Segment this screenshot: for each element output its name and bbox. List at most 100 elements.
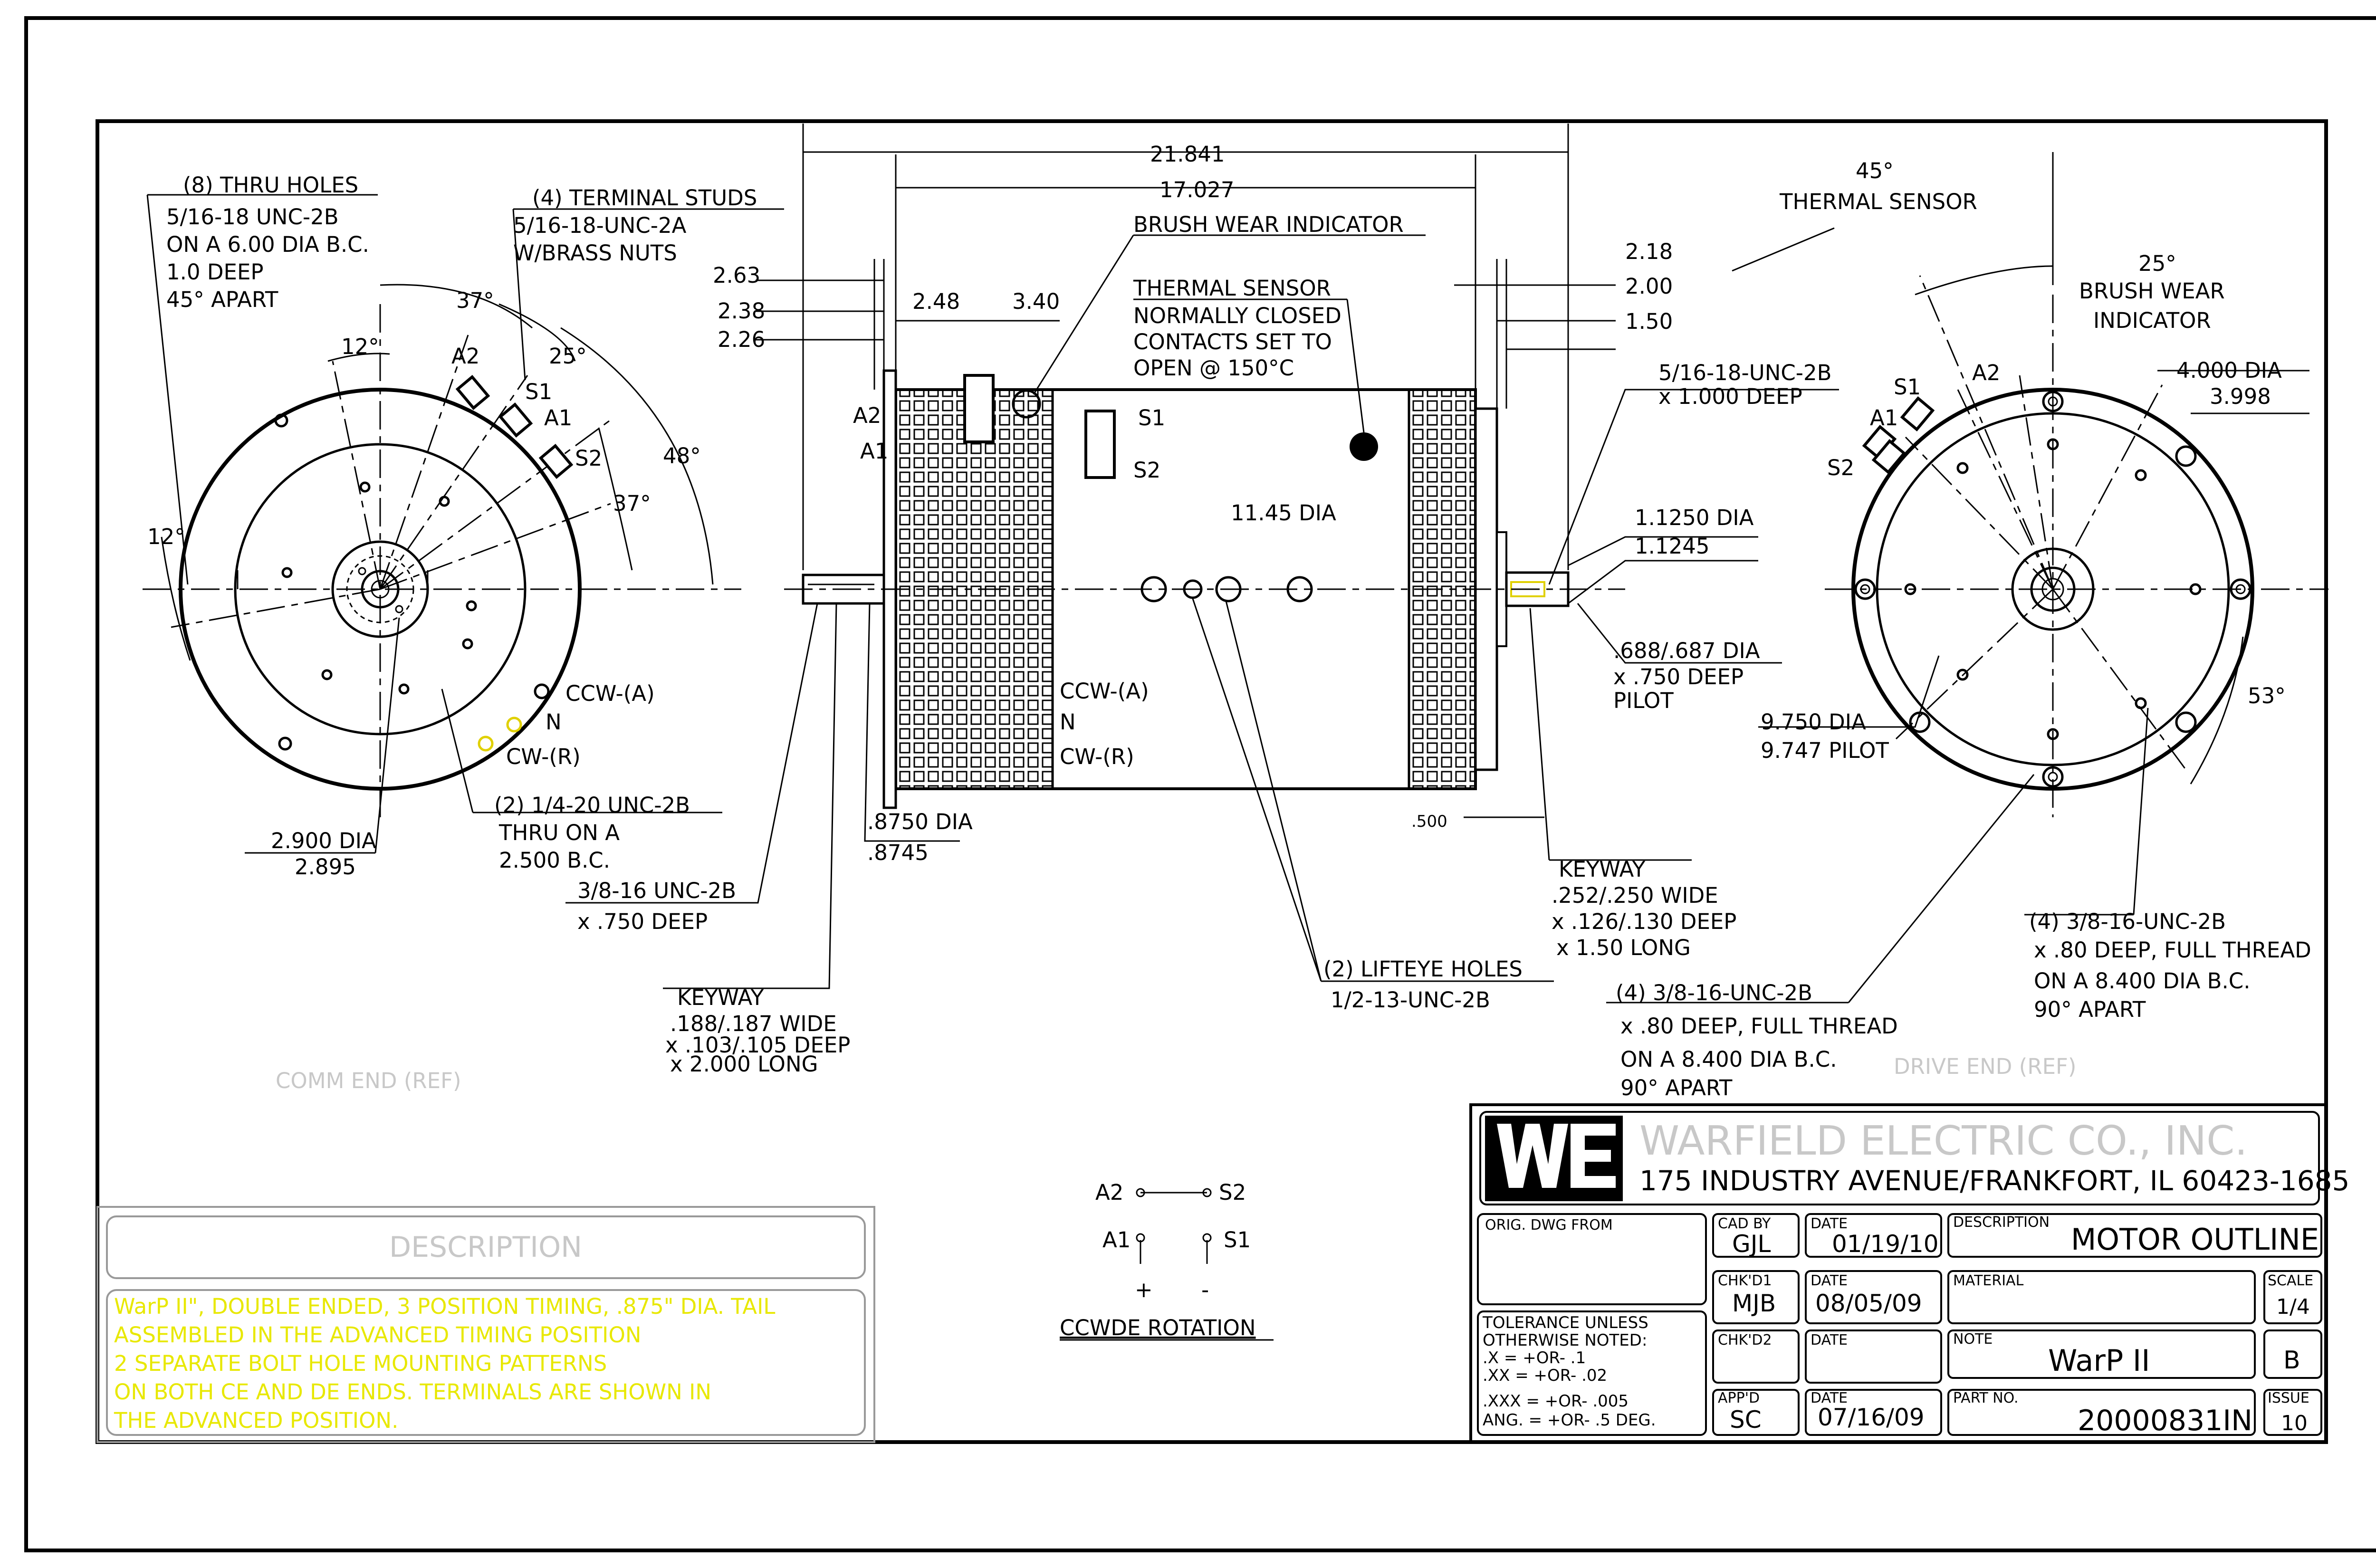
svg-text:A1: A1 [860, 439, 888, 464]
svg-text:45° APART: 45° APART [166, 287, 278, 312]
svg-text:ON BOTH CE AND DE ENDS. TERMIN: ON BOTH CE AND DE ENDS. TERMINALS ARE SH… [114, 1379, 711, 1405]
svg-text:4.000 DIA: 4.000 DIA [2176, 358, 2282, 383]
svg-text:.XX = +OR- .02: .XX = +OR- .02 [1483, 1366, 1607, 1385]
svg-text:x .750 DEEP: x .750 DEEP [1613, 664, 1744, 689]
svg-text:.8750 DIA: .8750 DIA [867, 809, 973, 834]
svg-text:THE ADVANCED POSITION.: THE ADVANCED POSITION. [114, 1408, 398, 1433]
svg-text:2.48: 2.48 [912, 289, 960, 314]
svg-text:2.00: 2.00 [1625, 274, 1673, 299]
comm-end-labels: (8) THRU HOLES 5/16-18 UNC-2B ON A 6.00 … [147, 172, 757, 1093]
comm-terminal-studs [455, 375, 574, 479]
svg-text:(4) TERMINAL STUDS: (4) TERMINAL STUDS [532, 185, 757, 210]
drive-end-view [1606, 152, 2328, 1004]
svg-text:S2: S2 [1219, 1180, 1246, 1205]
svg-text:9.750 DIA: 9.750 DIA [1761, 709, 1866, 735]
svg-text:.252/.250 WIDE: .252/.250 WIDE [1552, 883, 1718, 908]
svg-text:2.38: 2.38 [718, 298, 765, 324]
svg-text:A1: A1 [1870, 405, 1898, 430]
svg-text:ORIG. DWG FROM: ORIG. DWG FROM [1485, 1217, 1613, 1233]
svg-text:ISSUE: ISSUE [2268, 1390, 2309, 1406]
svg-text:10: 10 [2281, 1411, 2308, 1435]
svg-text:ON A 6.00 DIA B.C.: ON A 6.00 DIA B.C. [166, 232, 369, 257]
svg-text:DATE: DATE [1811, 1272, 1848, 1289]
comm-end-view [143, 194, 784, 854]
svg-text:175 INDUSTRY AVENUE/FRANKFORT,: 175 INDUSTRY AVENUE/FRANKFORT, IL 60423-… [1639, 1165, 2349, 1197]
svg-text:DATE: DATE [1811, 1332, 1848, 1348]
svg-text:5/16-18 UNC-2B: 5/16-18 UNC-2B [166, 204, 339, 229]
svg-text:DESCRIPTION: DESCRIPTION [1953, 1214, 2050, 1231]
svg-text:x 1.50 LONG: x 1.50 LONG [1556, 935, 1691, 960]
svg-text:5/16-18-UNC-2B: 5/16-18-UNC-2B [1658, 360, 1832, 385]
svg-text:A1: A1 [1102, 1227, 1131, 1252]
rotation-schematic: A2 S2 A1 S1 + - CCWDE ROTATION [1060, 1180, 1274, 1341]
svg-text:3/8-16 UNC-2B: 3/8-16 UNC-2B [577, 878, 736, 903]
svg-text:12°: 12° [341, 334, 379, 359]
svg-text:2.63: 2.63 [713, 263, 760, 288]
svg-text:90° APART: 90° APART [2034, 997, 2146, 1022]
side-view-labels: 21.841 17.027 2.63 2.38 2.26 2.48 3.40 2… [577, 142, 1832, 1077]
svg-text:(2) 1/4-20 UNC-2B: (2) 1/4-20 UNC-2B [494, 793, 690, 818]
svg-text:01/19/10: 01/19/10 [1832, 1230, 1939, 1258]
svg-text:SC: SC [1730, 1406, 1762, 1434]
svg-text:NORMALLY CLOSED: NORMALLY CLOSED [1133, 303, 1341, 328]
svg-text:DATE: DATE [1811, 1215, 1848, 1232]
svg-text:CCW-(A): CCW-(A) [1060, 679, 1149, 704]
description-block: DESCRIPTION WarP II", DOUBLE ENDED, 3 PO… [96, 1206, 875, 1443]
svg-text:A2: A2 [1095, 1180, 1123, 1205]
outer-border [24, 16, 2376, 1552]
svg-text:A1: A1 [544, 405, 572, 430]
svg-text:MOTOR OUTLINE: MOTOR OUTLINE [2071, 1222, 2319, 1257]
svg-text:2.26: 2.26 [718, 327, 765, 352]
svg-text:.188/.187 WIDE: .188/.187 WIDE [670, 1011, 837, 1036]
svg-text:(4) 3/8-16-UNC-2B: (4) 3/8-16-UNC-2B [1616, 980, 1812, 1005]
svg-text:B: B [2283, 1346, 2300, 1375]
svg-text:90° APART: 90° APART [1620, 1075, 1733, 1100]
svg-text:S2: S2 [1133, 458, 1160, 483]
svg-text:THERMAL SENSOR: THERMAL SENSOR [1779, 189, 1977, 214]
svg-text:INDICATOR: INDICATOR [2093, 308, 2211, 333]
svg-text:25°: 25° [549, 344, 587, 369]
svg-text:2.18: 2.18 [1625, 239, 1673, 264]
svg-text:53°: 53° [2248, 683, 2286, 708]
svg-text:MATERIAL: MATERIAL [1953, 1272, 2024, 1289]
svg-text:17.027: 17.027 [1159, 177, 1234, 202]
svg-text:.X = +OR- .1: .X = +OR- .1 [1483, 1348, 1586, 1367]
svg-text:ANG. = +OR- .5 DEG.: ANG. = +OR- .5 DEG. [1483, 1411, 1656, 1430]
svg-text:CHK'D1: CHK'D1 [1718, 1272, 1772, 1289]
svg-text:x .80 DEEP, FULL THREAD: x .80 DEEP, FULL THREAD [2034, 937, 2311, 963]
svg-text:x .103/.105 DEEP: x .103/.105 DEEP [665, 1033, 850, 1058]
svg-text:12°: 12° [147, 524, 185, 549]
svg-text:KEYWAY: KEYWAY [677, 985, 764, 1010]
svg-text:1.1245: 1.1245 [1635, 534, 1709, 559]
svg-text:20000831IN: 20000831IN [2078, 1404, 2252, 1437]
svg-text:x .80 DEEP, FULL THREAD: x .80 DEEP, FULL THREAD [1620, 1013, 1898, 1039]
svg-text:37°: 37° [613, 491, 651, 516]
svg-text:OTHERWISE NOTED:: OTHERWISE NOTED: [1483, 1331, 1647, 1350]
inner-border [96, 119, 2328, 1444]
svg-text:07/16/09: 07/16/09 [1818, 1404, 1925, 1431]
svg-text:BRUSH WEAR: BRUSH WEAR [2079, 278, 2225, 304]
side-view [565, 124, 1839, 989]
svg-text:WarP II: WarP II [2048, 1343, 2150, 1378]
svg-text:3.40: 3.40 [1012, 289, 1060, 314]
svg-text:08/05/09: 08/05/09 [1815, 1290, 1922, 1317]
svg-text:2 SEPARATE BOLT HOLE MOUNTING: 2 SEPARATE BOLT HOLE MOUNTING PATTERNS [114, 1351, 607, 1376]
title-block: WARFIELD ELECTRIC CO., INC. 175 INDUSTRY… [1469, 1103, 2349, 1444]
svg-text:SCALE: SCALE [2268, 1272, 2313, 1289]
svg-text:-: - [1201, 1277, 1209, 1302]
drive-end-labels: 45° THERMAL SENSOR 25° BRUSH WEAR INDICA… [1616, 158, 2311, 1100]
svg-text:DATE: DATE [1811, 1390, 1848, 1406]
svg-text:S2: S2 [575, 446, 602, 471]
svg-text:5/16-18-UNC-2A: 5/16-18-UNC-2A [513, 213, 687, 238]
svg-text:OPEN @ 150°C: OPEN @ 150°C [1133, 355, 1294, 381]
svg-text:(8) THRU HOLES: (8) THRU HOLES [183, 172, 358, 198]
svg-text:CAD BY: CAD BY [1718, 1215, 1771, 1232]
svg-text:APP'D: APP'D [1718, 1390, 1760, 1406]
svg-text:MJB: MJB [1732, 1290, 1776, 1317]
svg-text:DRIVE END (REF): DRIVE END (REF) [1894, 1054, 2076, 1079]
svg-text:PILOT: PILOT [1613, 688, 1674, 713]
svg-text:37°: 37° [456, 288, 494, 313]
svg-text:N: N [546, 709, 562, 735]
svg-text:25°: 25° [2138, 251, 2176, 276]
